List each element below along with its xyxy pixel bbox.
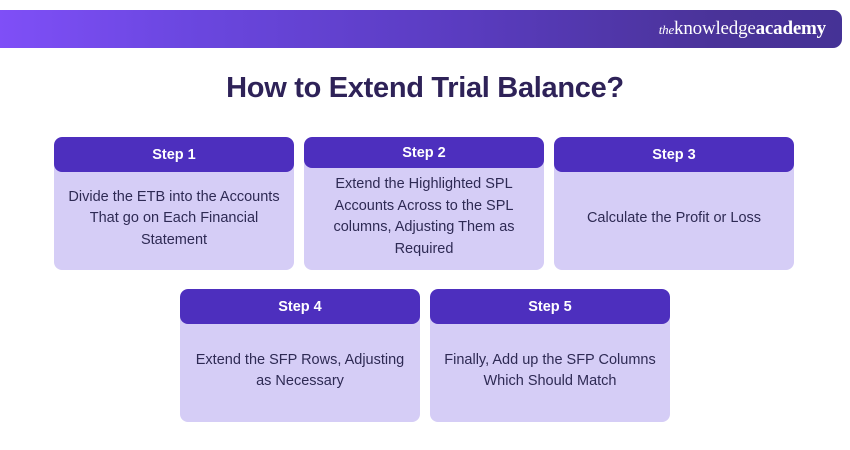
step-card-4[interactable]: Step 4 Extend the SFP Rows, Adjusting as…	[180, 289, 420, 422]
step-card-3-body: Calculate the Profit or Loss	[586, 210, 762, 227]
step-card-1[interactable]: Step 1 Divide the ETB into the Accounts …	[54, 137, 294, 270]
step-card-4-header: Step 4	[180, 289, 420, 324]
step-card-2-body: Extend the Highlighted SPL Accounts Acro…	[333, 176, 515, 257]
brand-logo-middle: knowledge	[674, 18, 756, 39]
step-card-3-header: Step 3	[554, 137, 794, 172]
step-card-2-header: Step 2	[304, 137, 544, 169]
steps-row-1: Step 1 Divide the ETB into the Accounts …	[54, 137, 794, 270]
step-card-1-header: Step 1	[54, 137, 294, 172]
step-card-4-body: Extend the SFP Rows, Adjusting as Necess…	[195, 351, 405, 389]
brand-logo-suffix: academy	[755, 18, 827, 39]
steps-row-2: Step 4 Extend the SFP Rows, Adjusting as…	[180, 289, 670, 422]
page-title: How to Extend Trial Balance?	[226, 72, 624, 104]
step-card-5-body: Finally, Add up the SFP Columns Which Sh…	[444, 351, 656, 389]
step-card-3[interactable]: Step 3 Calculate the Profit or Loss	[554, 137, 794, 270]
step-card-5-header: Step 5	[430, 289, 670, 324]
brand-logo-prefix: the	[658, 22, 675, 37]
step-card-2[interactable]: Step 2 Extend the Highlighted SPL Accoun…	[304, 137, 544, 270]
step-card-1-body: Divide the ETB into the Accounts That go…	[68, 188, 280, 248]
step-card-5[interactable]: Step 5 Finally, Add up the SFP Columns W…	[430, 289, 670, 422]
